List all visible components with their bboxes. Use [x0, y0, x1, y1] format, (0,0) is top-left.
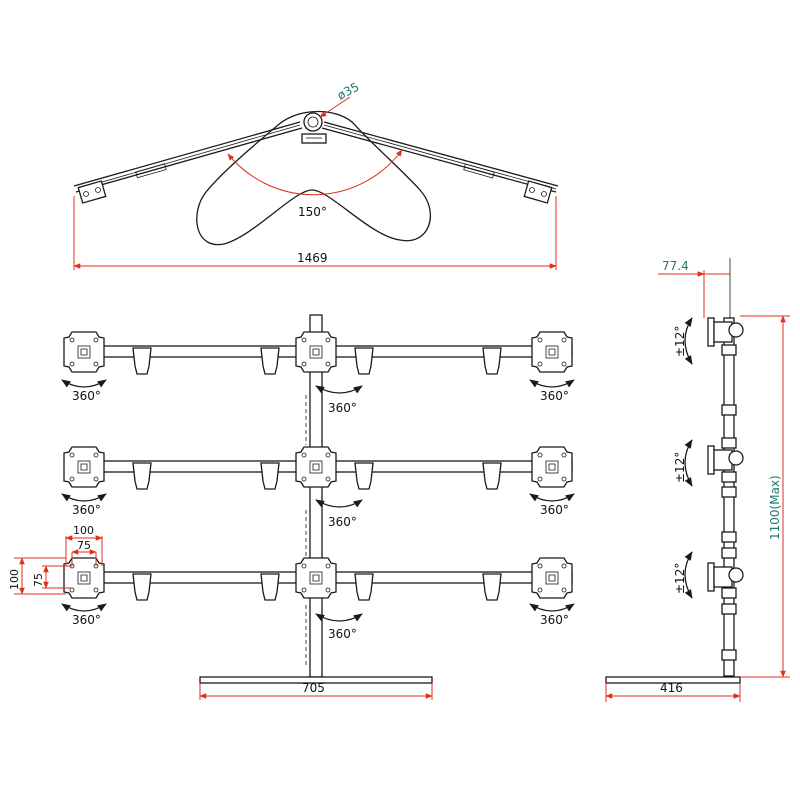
rotation-label-r2-left: 360°	[72, 503, 101, 517]
tilt-label-1: ±12°	[673, 326, 687, 357]
offset-dimension: 77.4	[658, 258, 731, 318]
crossbar-row-2	[63, 446, 573, 490]
top-left-vesa-head	[77, 180, 107, 204]
rotation-label-r2-right: 360°	[540, 503, 569, 517]
crossbar-row-1	[63, 331, 573, 375]
side-head-2	[707, 445, 744, 475]
base-depth-label: 416	[660, 681, 683, 695]
side-head-1	[707, 317, 744, 347]
angle-arc-150	[227, 149, 403, 196]
rotation-label-r1-left: 360°	[72, 389, 101, 403]
max-height-label: 1100(Max)	[768, 475, 782, 540]
base-width-dimension: 705	[199, 681, 433, 700]
left-arm	[73, 121, 303, 193]
front-base-plate	[199, 676, 433, 684]
base-depth-dimension: 416	[605, 681, 741, 702]
rotation-label-r1-right: 360°	[540, 389, 569, 403]
rotation-label-r2-center: 360°	[328, 515, 357, 529]
side-head-3	[707, 562, 744, 592]
height-dimension: 1100(Max)	[740, 315, 790, 678]
side-collars	[721, 344, 737, 661]
offset-label: 77.4	[662, 259, 689, 273]
rotation-arrows	[61, 379, 575, 622]
vesa-dimensions	[14, 535, 103, 595]
tilt-label-3: ±12°	[673, 563, 687, 594]
front-view: 360° 360° 360° 360° 360° 360° 360° 360° …	[8, 314, 575, 700]
right-arm	[321, 121, 559, 193]
tilt-label-2: ±12°	[673, 452, 687, 483]
vesa-height-inner-label: 75	[32, 573, 45, 587]
tilt-arrows	[684, 317, 693, 599]
pole-diameter-label: ø35	[335, 80, 362, 103]
vesa-outer-label: 100	[73, 524, 94, 537]
top-right-vesa-head	[523, 180, 553, 204]
rotation-label-r3-left: 360°	[72, 613, 101, 627]
top-view: 150° ø35 1469	[73, 80, 559, 270]
vesa-height-outer-label: 100	[8, 569, 21, 590]
base-width-label: 705	[302, 681, 325, 695]
arm-angle-label: 150°	[298, 205, 327, 219]
overall-width-label: 1469	[297, 251, 328, 265]
rotation-label-r3-right: 360°	[540, 613, 569, 627]
crossbar-row-3	[63, 557, 573, 601]
side-base-plate	[605, 676, 741, 684]
overall-width-dimension: 1469	[73, 196, 557, 270]
vesa-inner-label: 75	[77, 539, 91, 552]
diameter-leader	[319, 96, 351, 118]
top-center-hub	[301, 112, 327, 144]
side-view: ±12° ±12° ±12° 77.4 1100(Max) 416	[605, 258, 790, 702]
rotation-label-r1-center: 360°	[328, 401, 357, 415]
rotation-label-r3-center: 360°	[328, 627, 357, 641]
